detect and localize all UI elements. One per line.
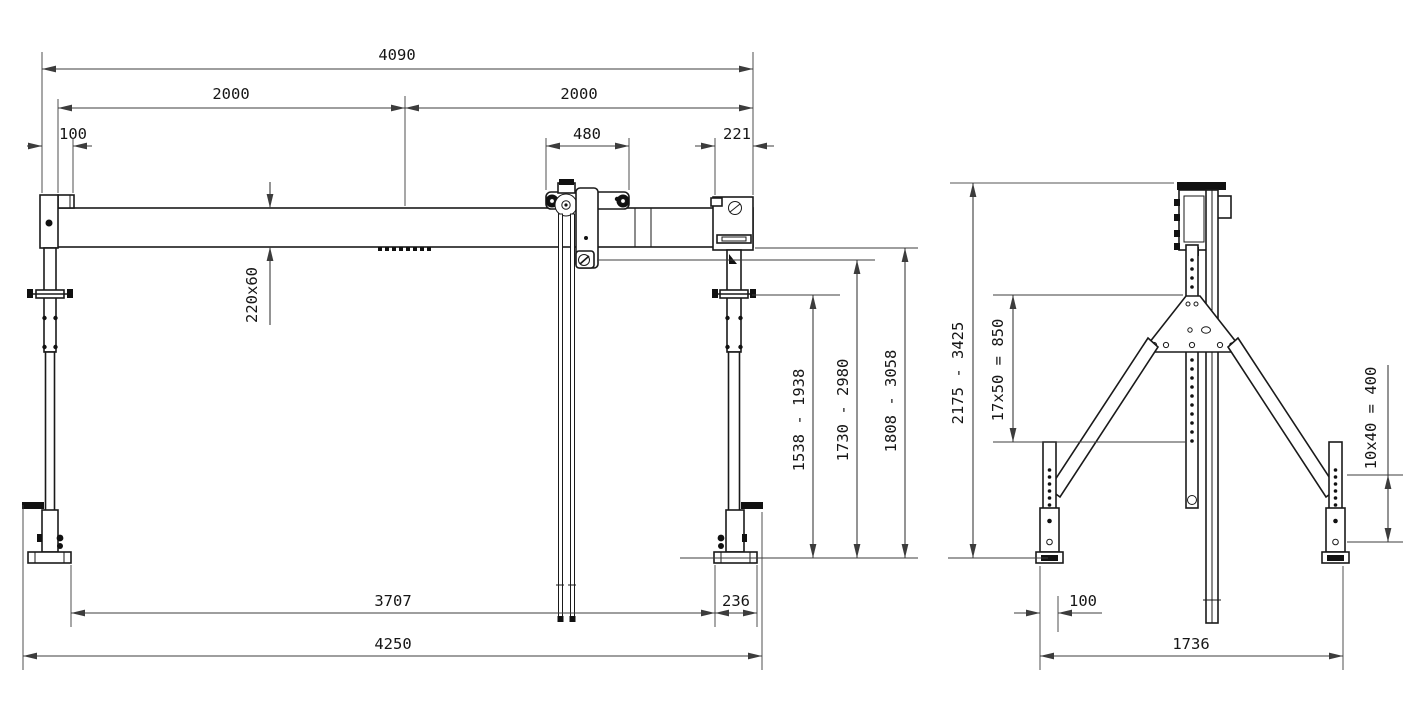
dim-label: 17x50 = 850	[989, 319, 1007, 422]
right-column	[710, 196, 763, 564]
dim-leg-hole-pattern: 10x40 = 400	[1362, 365, 1392, 542]
front-view: 4090 2000 2000 100 480	[22, 46, 918, 670]
main-beam	[43, 194, 754, 251]
winch-assembly	[1174, 182, 1232, 256]
beam-end-stopper	[57, 194, 75, 209]
dim-label: 221	[723, 125, 751, 143]
dim-clear-span: 3707	[71, 592, 715, 617]
left-foot	[27, 551, 72, 564]
dim-label: 480	[573, 125, 601, 143]
side-dimensions: 2175 - 3425 17x50 = 850 10x40 = 400 100	[948, 182, 1403, 670]
trolley-clamp-icon	[559, 179, 574, 185]
dim-base-width: 1736	[1040, 635, 1343, 660]
dim-bracket-width: 221	[695, 125, 774, 150]
hook-shackle	[575, 250, 595, 269]
left-handle	[22, 502, 44, 509]
dim-label: 1730 - 2980	[834, 359, 852, 462]
dim-span-right: 2000	[405, 85, 753, 112]
dim-underbeam-range: 1808 - 3058	[882, 248, 909, 558]
mast-bar	[1203, 189, 1221, 624]
dim-label: 2000	[560, 85, 597, 103]
dim-label: 100	[59, 125, 87, 143]
brace-rear	[1047, 336, 1160, 499]
dim-hook-range: 1538 - 1938	[790, 295, 817, 558]
front-dimensions: 4090 2000 2000 100 480	[22, 46, 918, 670]
dim-mast-hole-pattern: 17x50 = 850	[989, 295, 1017, 442]
dim-label: 1808 - 3058	[882, 350, 900, 453]
leg-rear	[1035, 441, 1064, 564]
trolley	[545, 179, 630, 622]
right-column-clamp	[712, 289, 756, 299]
leg-front	[1321, 441, 1350, 564]
right-handle	[741, 502, 763, 509]
hoist-ropes	[556, 213, 576, 622]
dim-trolley-width: 480	[546, 125, 629, 150]
left-wing-nut-icon	[37, 534, 64, 549]
brace-front	[1226, 336, 1339, 499]
dim-label: 100	[1069, 592, 1097, 610]
dim-underhook-range: 1730 - 2980	[834, 260, 861, 558]
dim-end-offset: 100	[27, 125, 92, 150]
dim-overall-length: 4250	[23, 635, 762, 660]
gusset-plate	[1140, 295, 1246, 353]
dim-label: 1538 - 1938	[790, 369, 808, 472]
right-wing-nut-icon	[717, 534, 747, 549]
left-column-clamp	[27, 289, 73, 299]
dim-foot-offset: 100	[1014, 592, 1102, 617]
dim-height-range: 2175 - 3425	[949, 183, 977, 558]
bolt-icon	[45, 219, 53, 227]
mast-hole-strip	[1185, 244, 1199, 509]
dim-label: 4250	[374, 635, 411, 653]
dim-label: 220x60	[243, 267, 261, 323]
dim-label: 3707	[374, 592, 411, 610]
dim-foot-length: 236	[715, 592, 757, 617]
dim-label: 236	[722, 592, 750, 610]
dim-label: 2175 - 3425	[949, 322, 967, 425]
dim-label: 4090	[378, 46, 415, 64]
dim-label: 2000	[212, 85, 249, 103]
beam-rack-teeth	[378, 247, 431, 251]
side-view: 2175 - 3425 17x50 = 850 10x40 = 400 100	[948, 182, 1403, 670]
dim-label: 10x40 = 400	[1362, 367, 1380, 470]
dim-beam-section: 220x60	[243, 182, 274, 325]
right-foot	[713, 551, 758, 564]
left-column	[22, 194, 73, 564]
dim-overall-width: 4090	[42, 46, 753, 73]
clamp-wedge-icon	[729, 254, 737, 264]
dim-span-left: 2000	[58, 85, 405, 112]
dim-label: 1736	[1172, 635, 1209, 653]
